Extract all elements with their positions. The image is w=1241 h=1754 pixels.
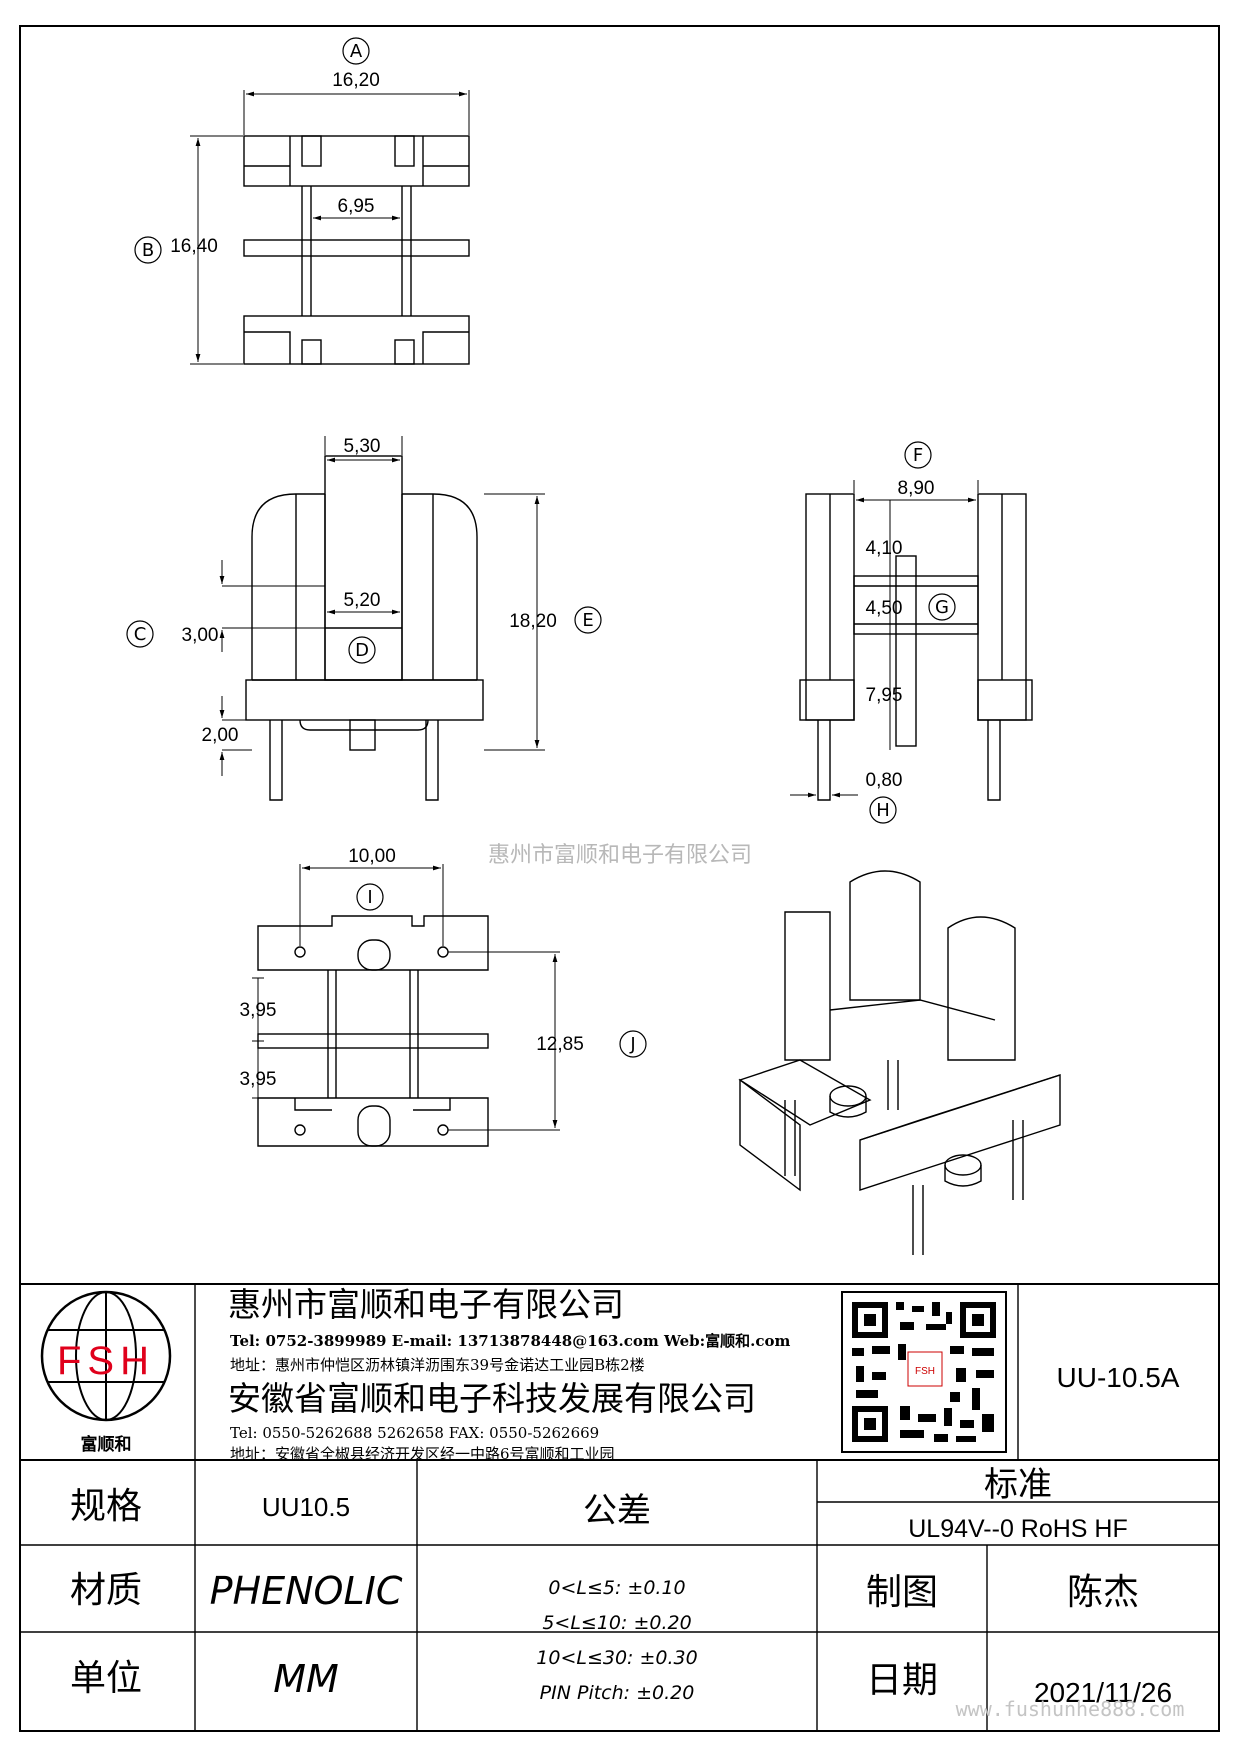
dim-s2: 3,95 [240,1069,277,1090]
label-b: B [142,240,154,261]
dim-g1: 4,10 [866,538,903,559]
tolerance-label: 公差 [583,1491,651,1531]
company-2: 安徽省富顺和电子科技发展有限公司 [228,1379,756,1418]
watermark: 惠州市富顺和电子有限公司 [488,843,752,868]
material-label: 材质 [70,1570,142,1611]
tolerance-1: 0<L≤5: ±0.10 [548,1577,685,1599]
drawn-label: 制图 [866,1572,938,1613]
dim-s1: 3,95 [240,1000,277,1021]
title-block [20,1283,1219,1731]
unit-value: MM [273,1657,339,1701]
spec-value: UU10.5 [262,1492,350,1522]
spec-label: 规格 [70,1486,142,1527]
label-f: F [913,445,923,466]
dim-695: 6,95 [338,196,375,217]
address-2: 地址：安徽省全椒县经济开发区经一中路6号富顺和工业园 [230,1445,615,1463]
date-value: 2021/11/26 [1034,1677,1172,1708]
label-e: E [582,610,593,631]
logo-text: FSH [57,1339,155,1383]
standard-value: UL94V--0 RoHS HF [908,1515,1128,1543]
dim-g2: 4,50 [866,598,903,619]
label-a: A [350,41,363,62]
unit-label: 单位 [70,1658,142,1699]
tolerance-3: 10<L≤30: ±0.30 [536,1647,697,1669]
front-view [245,455,484,801]
drawing-border [19,25,1220,1732]
dim-520: 5,20 [344,590,381,611]
isometric-view [738,870,1061,1255]
url-watermark: www.fushunhe888.com [956,1697,1185,1721]
material-value: PHENOLIC [210,1569,403,1613]
contact-1: Tel: 0752-3899989 E-mail: 13713878448@16… [230,1332,791,1350]
standard-label: 标准 [984,1465,1052,1505]
label-d: D [355,640,369,661]
dim-c: 3,00 [182,625,219,646]
dim-530: 5,30 [344,436,381,457]
side-view [799,493,1033,801]
qr-code [841,1291,1007,1453]
label-j: J [629,1034,635,1055]
bottom-view [257,915,489,1147]
qr-center-text: FSH [915,1366,935,1377]
label-h: H [876,800,890,821]
dim-g3: 7,95 [866,685,903,706]
dim-h: 0,80 [866,770,903,791]
top-view [243,135,470,365]
address-1: 地址：惠州市仲恺区沥林镇洋沥围东39号金诺达工业园B栋2楼 [230,1356,645,1374]
tolerance-4: PIN Pitch: ±0.20 [540,1682,695,1704]
contact-2: Tel: 0550-5262688 5262658 FAX: 0550-5262… [230,1424,599,1442]
dim-j: 12,85 [536,1034,584,1055]
qr-pattern [852,1302,996,1442]
dim-200: 2,00 [202,725,239,746]
drawn-value: 陈杰 [1067,1572,1139,1613]
label-g: G [935,597,949,618]
dim-a: 16,20 [332,70,380,91]
dim-i: 10,00 [348,846,396,867]
dim-b: 16,40 [170,236,218,257]
label-c: C [134,624,147,645]
dim-f: 8,90 [898,478,935,499]
label-i: I [367,887,372,908]
logo-caption: 富顺和 [81,1434,132,1455]
part-number: UU-10.5A [1057,1362,1180,1393]
dim-e: 18,20 [509,611,557,632]
date-label: 日期 [866,1660,938,1701]
tolerance-2: 5<L≤10: ±0.20 [542,1612,691,1634]
company-1: 惠州市富顺和电子有限公司 [228,1285,624,1324]
